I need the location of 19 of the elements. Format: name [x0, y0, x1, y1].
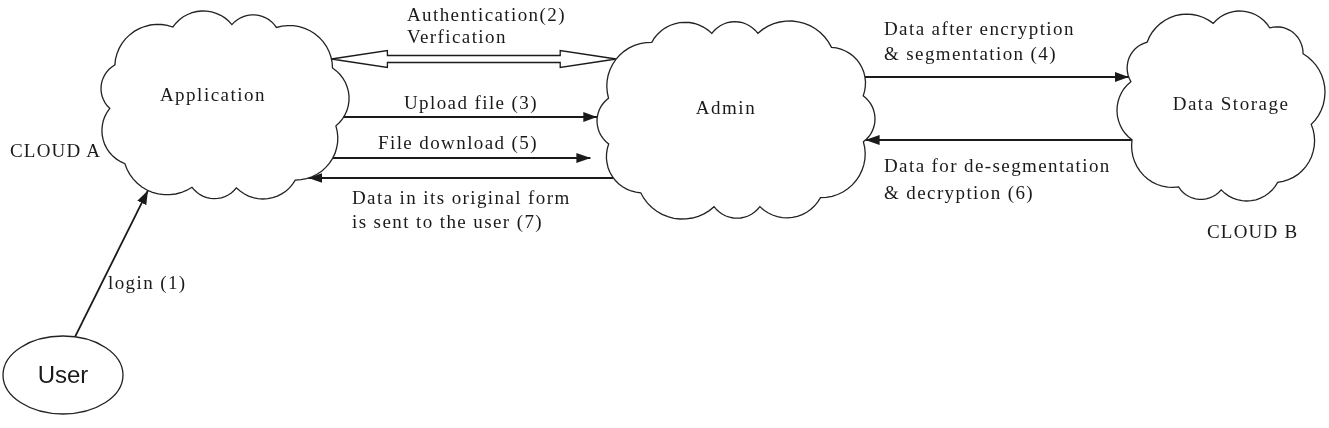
node-label: Admin: [695, 97, 757, 119]
edge-label: login (1): [108, 272, 187, 294]
node-caption: CLOUD B: [1207, 221, 1299, 243]
double-arrow: [330, 49, 617, 69]
cloud-node: [100, 10, 350, 200]
edge-label: File download (5): [378, 132, 538, 154]
cloud-node: [596, 20, 876, 220]
node-caption: CLOUD A: [10, 140, 102, 162]
edge-label: Data after encryption & segmentation (4): [884, 17, 1076, 66]
edge-label: Data for de-segmentation & decryption (6): [884, 154, 1112, 205]
edge-label: Upload file (3): [404, 92, 538, 114]
edge-label: Authentication(2) Verfication: [407, 4, 567, 48]
node-label: User: [37, 361, 89, 389]
node-label: Application: [159, 84, 267, 106]
cloud-node: [1116, 10, 1326, 202]
ellipse-node: [2, 335, 124, 415]
edge-label: Data in its original form is sent to the user (7): [352, 186, 572, 234]
node-label: Data Storage: [1172, 93, 1290, 115]
arrow: [74, 189, 149, 338]
